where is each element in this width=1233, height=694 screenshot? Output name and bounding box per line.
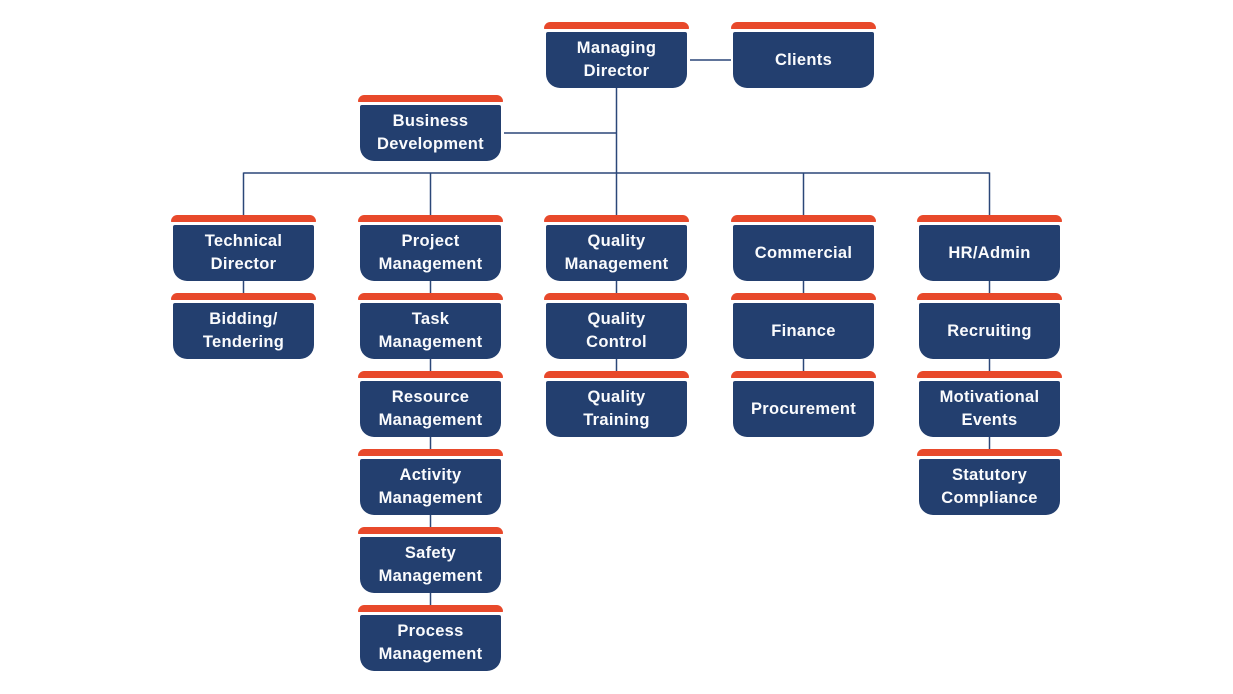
org-node-bidding-tendering: Bidding/ Tendering — [170, 293, 317, 359]
node-label: Project Management — [360, 225, 501, 281]
node-label: Process Management — [360, 615, 501, 671]
node-accent-bar — [358, 449, 503, 456]
node-label: Clients — [733, 32, 874, 88]
node-accent-bar — [917, 215, 1062, 222]
node-label: Commercial — [733, 225, 874, 281]
node-accent-bar — [731, 371, 876, 378]
org-node-quality-management: Quality Management — [543, 215, 690, 281]
node-label: Finance — [733, 303, 874, 359]
node-accent-bar — [171, 215, 316, 222]
org-node-resource-management: Resource Management — [357, 371, 504, 437]
org-node-safety-management: Safety Management — [357, 527, 504, 593]
node-accent-bar — [731, 22, 876, 29]
node-label: Business Development — [360, 105, 501, 161]
org-node-business-development: Business Development — [357, 95, 504, 161]
org-node-activity-management: Activity Management — [357, 449, 504, 515]
node-label: Motivational Events — [919, 381, 1060, 437]
node-label: Statutory Compliance — [919, 459, 1060, 515]
node-accent-bar — [544, 371, 689, 378]
node-label: Activity Management — [360, 459, 501, 515]
node-accent-bar — [171, 293, 316, 300]
node-accent-bar — [917, 371, 1062, 378]
node-label: Managing Director — [546, 32, 687, 88]
org-node-recruiting: Recruiting — [916, 293, 1063, 359]
org-node-project-management: Project Management — [357, 215, 504, 281]
org-node-process-management: Process Management — [357, 605, 504, 671]
node-label: Procurement — [733, 381, 874, 437]
node-accent-bar — [917, 449, 1062, 456]
node-label: Recruiting — [919, 303, 1060, 359]
node-accent-bar — [544, 293, 689, 300]
node-accent-bar — [358, 605, 503, 612]
node-label: Quality Management — [546, 225, 687, 281]
node-label: Technical Director — [173, 225, 314, 281]
node-label: Resource Management — [360, 381, 501, 437]
node-label: Quality Control — [546, 303, 687, 359]
node-accent-bar — [731, 293, 876, 300]
org-node-motivational-events: Motivational Events — [916, 371, 1063, 437]
org-node-clients: Clients — [730, 22, 877, 88]
node-label: HR/Admin — [919, 225, 1060, 281]
org-node-hr-admin: HR/Admin — [916, 215, 1063, 281]
node-label: Quality Training — [546, 381, 687, 437]
org-node-quality-training: Quality Training — [543, 371, 690, 437]
node-label: Task Management — [360, 303, 501, 359]
node-accent-bar — [917, 293, 1062, 300]
org-node-managing-director: Managing Director — [543, 22, 690, 88]
org-node-statutory-compliance: Statutory Compliance — [916, 449, 1063, 515]
org-node-technical-director: Technical Director — [170, 215, 317, 281]
org-node-task-management: Task Management — [357, 293, 504, 359]
node-accent-bar — [358, 95, 503, 102]
org-node-quality-control: Quality Control — [543, 293, 690, 359]
node-label: Safety Management — [360, 537, 501, 593]
node-label: Bidding/ Tendering — [173, 303, 314, 359]
node-accent-bar — [544, 22, 689, 29]
node-accent-bar — [544, 215, 689, 222]
org-node-procurement: Procurement — [730, 371, 877, 437]
org-node-commercial: Commercial — [730, 215, 877, 281]
node-accent-bar — [358, 215, 503, 222]
node-accent-bar — [358, 527, 503, 534]
org-node-finance: Finance — [730, 293, 877, 359]
node-accent-bar — [358, 371, 503, 378]
node-accent-bar — [731, 215, 876, 222]
node-accent-bar — [358, 293, 503, 300]
